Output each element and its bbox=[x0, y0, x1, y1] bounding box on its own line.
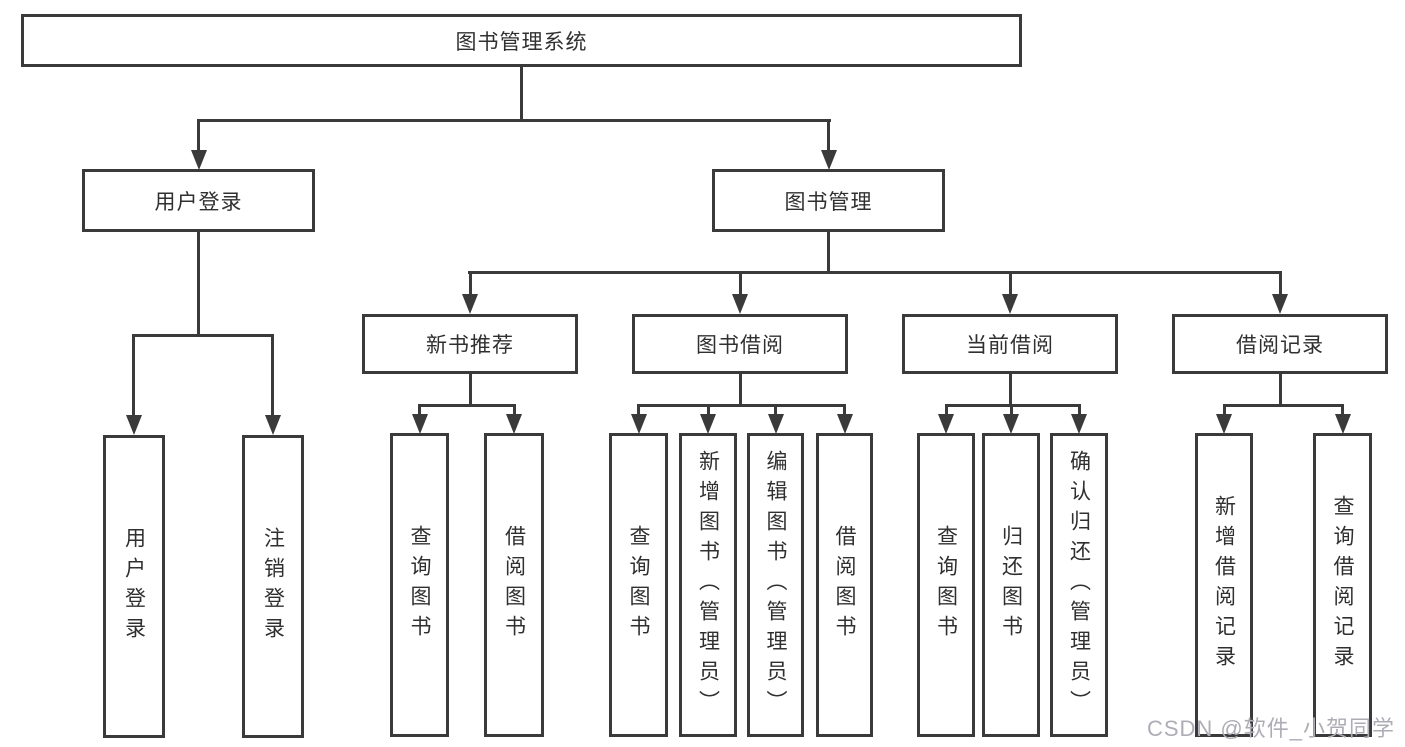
connector-drop bbox=[944, 404, 948, 416]
leaf-query-borrow-record: 查询借阅记录 bbox=[1313, 433, 1372, 737]
connector-drop bbox=[1009, 404, 1013, 416]
leaf-borrow-books: 借阅图书 bbox=[484, 433, 544, 737]
connector-drop bbox=[468, 271, 472, 296]
node-borrow-records: 借阅记录 bbox=[1172, 314, 1388, 374]
connector-login-stem bbox=[197, 232, 200, 337]
arrow-down-icon bbox=[506, 414, 522, 434]
connector-drop bbox=[738, 271, 742, 296]
node-current-borrow-label: 当前借阅 bbox=[966, 334, 1054, 357]
leaf-query-books: 查询图书 bbox=[917, 433, 975, 737]
arrow-down-icon bbox=[1002, 294, 1018, 314]
arrow-down-icon bbox=[630, 414, 647, 434]
connector-mgmt-stem bbox=[827, 232, 830, 273]
arrow-down-icon bbox=[820, 150, 837, 170]
arrow-down-icon bbox=[700, 414, 716, 434]
leaf-add-books-admin: 新增图书（管理员） bbox=[679, 433, 737, 737]
node-root-label: 图书管理系统 bbox=[455, 30, 588, 54]
connector-drop bbox=[1222, 404, 1226, 416]
connector-bus bbox=[944, 404, 1081, 407]
connector-bus bbox=[637, 404, 846, 407]
leaf-label: 查询借阅记录 bbox=[1331, 495, 1354, 675]
connector-level2-bus bbox=[468, 271, 1282, 274]
node-book-mgmt: 图书管理 bbox=[712, 169, 945, 232]
leaf-borrow-books: 借阅图书 bbox=[816, 433, 873, 737]
leaf-confirm-return-admin: 确认归还（管理员） bbox=[1050, 433, 1108, 737]
leaf-label: 查询图书 bbox=[627, 525, 650, 645]
leaf-label: 查询图书 bbox=[934, 525, 958, 645]
connector-drop bbox=[1008, 271, 1012, 296]
leaf-user-login: 用户登录 bbox=[103, 435, 165, 738]
connector-drop bbox=[418, 404, 421, 416]
leaf-return-books: 归还图书 bbox=[982, 433, 1040, 737]
leaf-label: 归还图书 bbox=[999, 525, 1023, 645]
leaf-label: 查询图书 bbox=[408, 525, 431, 645]
leaf-label: 新增借阅记录 bbox=[1212, 495, 1236, 675]
csdn-watermark: CSDN @软件_小贺同学 bbox=[1146, 716, 1395, 741]
arrow-down-icon bbox=[732, 294, 748, 314]
node-book-mgmt-label: 图书管理 bbox=[784, 190, 873, 214]
node-book-borrow: 图书借阅 bbox=[632, 314, 848, 374]
node-current-borrow: 当前借阅 bbox=[902, 314, 1118, 374]
leaf-label: 借阅图书 bbox=[502, 525, 526, 645]
arrow-down-icon bbox=[190, 150, 207, 170]
arrow-down-icon bbox=[767, 414, 784, 434]
connector-drop bbox=[512, 404, 516, 416]
connector-drop bbox=[132, 334, 135, 416]
arrow-down-icon bbox=[462, 294, 478, 314]
arrow-down-icon bbox=[125, 415, 142, 435]
node-borrow-records-label: 借阅记录 bbox=[1236, 334, 1324, 357]
leaf-edit-books-admin: 编辑图书（管理员） bbox=[747, 433, 804, 737]
arrow-down-icon bbox=[1272, 294, 1288, 314]
leaf-label: 编辑图书（管理员） bbox=[764, 450, 787, 720]
arrow-down-icon bbox=[1003, 414, 1019, 434]
node-book-borrow-label: 图书借阅 bbox=[696, 334, 784, 357]
connector-bus bbox=[418, 404, 516, 407]
connector-root-stem bbox=[520, 65, 523, 122]
arrow-down-icon bbox=[938, 414, 954, 434]
connector-drop bbox=[271, 334, 274, 416]
leaf-query-books: 查询图书 bbox=[609, 433, 668, 737]
arrow-down-icon bbox=[264, 415, 281, 435]
connector-stem bbox=[1278, 372, 1282, 407]
connector-drop-login bbox=[197, 119, 200, 152]
connector-drop bbox=[637, 404, 640, 416]
node-new-book-recommend-label: 新书推荐 bbox=[426, 334, 514, 357]
leaf-query-books: 查询图书 bbox=[390, 433, 449, 737]
connector-drop bbox=[1341, 404, 1344, 416]
leaf-label: 确认归还（管理员） bbox=[1067, 450, 1091, 720]
leaf-label: 新增图书（管理员） bbox=[696, 450, 720, 720]
connector-drop bbox=[706, 404, 710, 416]
connector-drop-mgmt bbox=[827, 119, 830, 152]
arrow-down-icon bbox=[836, 414, 853, 434]
leaf-logout: 注销登录 bbox=[242, 435, 304, 738]
node-user-login-label: 用户登录 bbox=[154, 190, 243, 214]
node-root: 图书管理系统 bbox=[21, 14, 1022, 67]
arrow-down-icon bbox=[411, 414, 428, 434]
connector-level1-bus bbox=[197, 119, 831, 122]
node-user-login: 用户登录 bbox=[82, 169, 315, 232]
connector-drop bbox=[1077, 404, 1081, 416]
connector-bus bbox=[1222, 404, 1344, 407]
connector-stem bbox=[738, 372, 742, 407]
connector-drop bbox=[774, 404, 777, 416]
node-new-book-recommend: 新书推荐 bbox=[362, 314, 578, 374]
connector-drop bbox=[1278, 271, 1282, 296]
connector-login-bus bbox=[132, 334, 274, 337]
connector-drop bbox=[843, 404, 846, 416]
leaf-label: 用户登录 bbox=[122, 526, 146, 647]
arrow-down-icon bbox=[1216, 414, 1232, 434]
leaf-add-borrow-record: 新增借阅记录 bbox=[1195, 433, 1253, 737]
arrow-down-icon bbox=[1071, 414, 1087, 434]
arrow-down-icon bbox=[1334, 414, 1351, 434]
leaf-label: 借阅图书 bbox=[833, 525, 856, 645]
connector-stem bbox=[468, 372, 472, 407]
leaf-label: 注销登录 bbox=[261, 526, 285, 647]
connector-stem bbox=[1008, 372, 1012, 407]
